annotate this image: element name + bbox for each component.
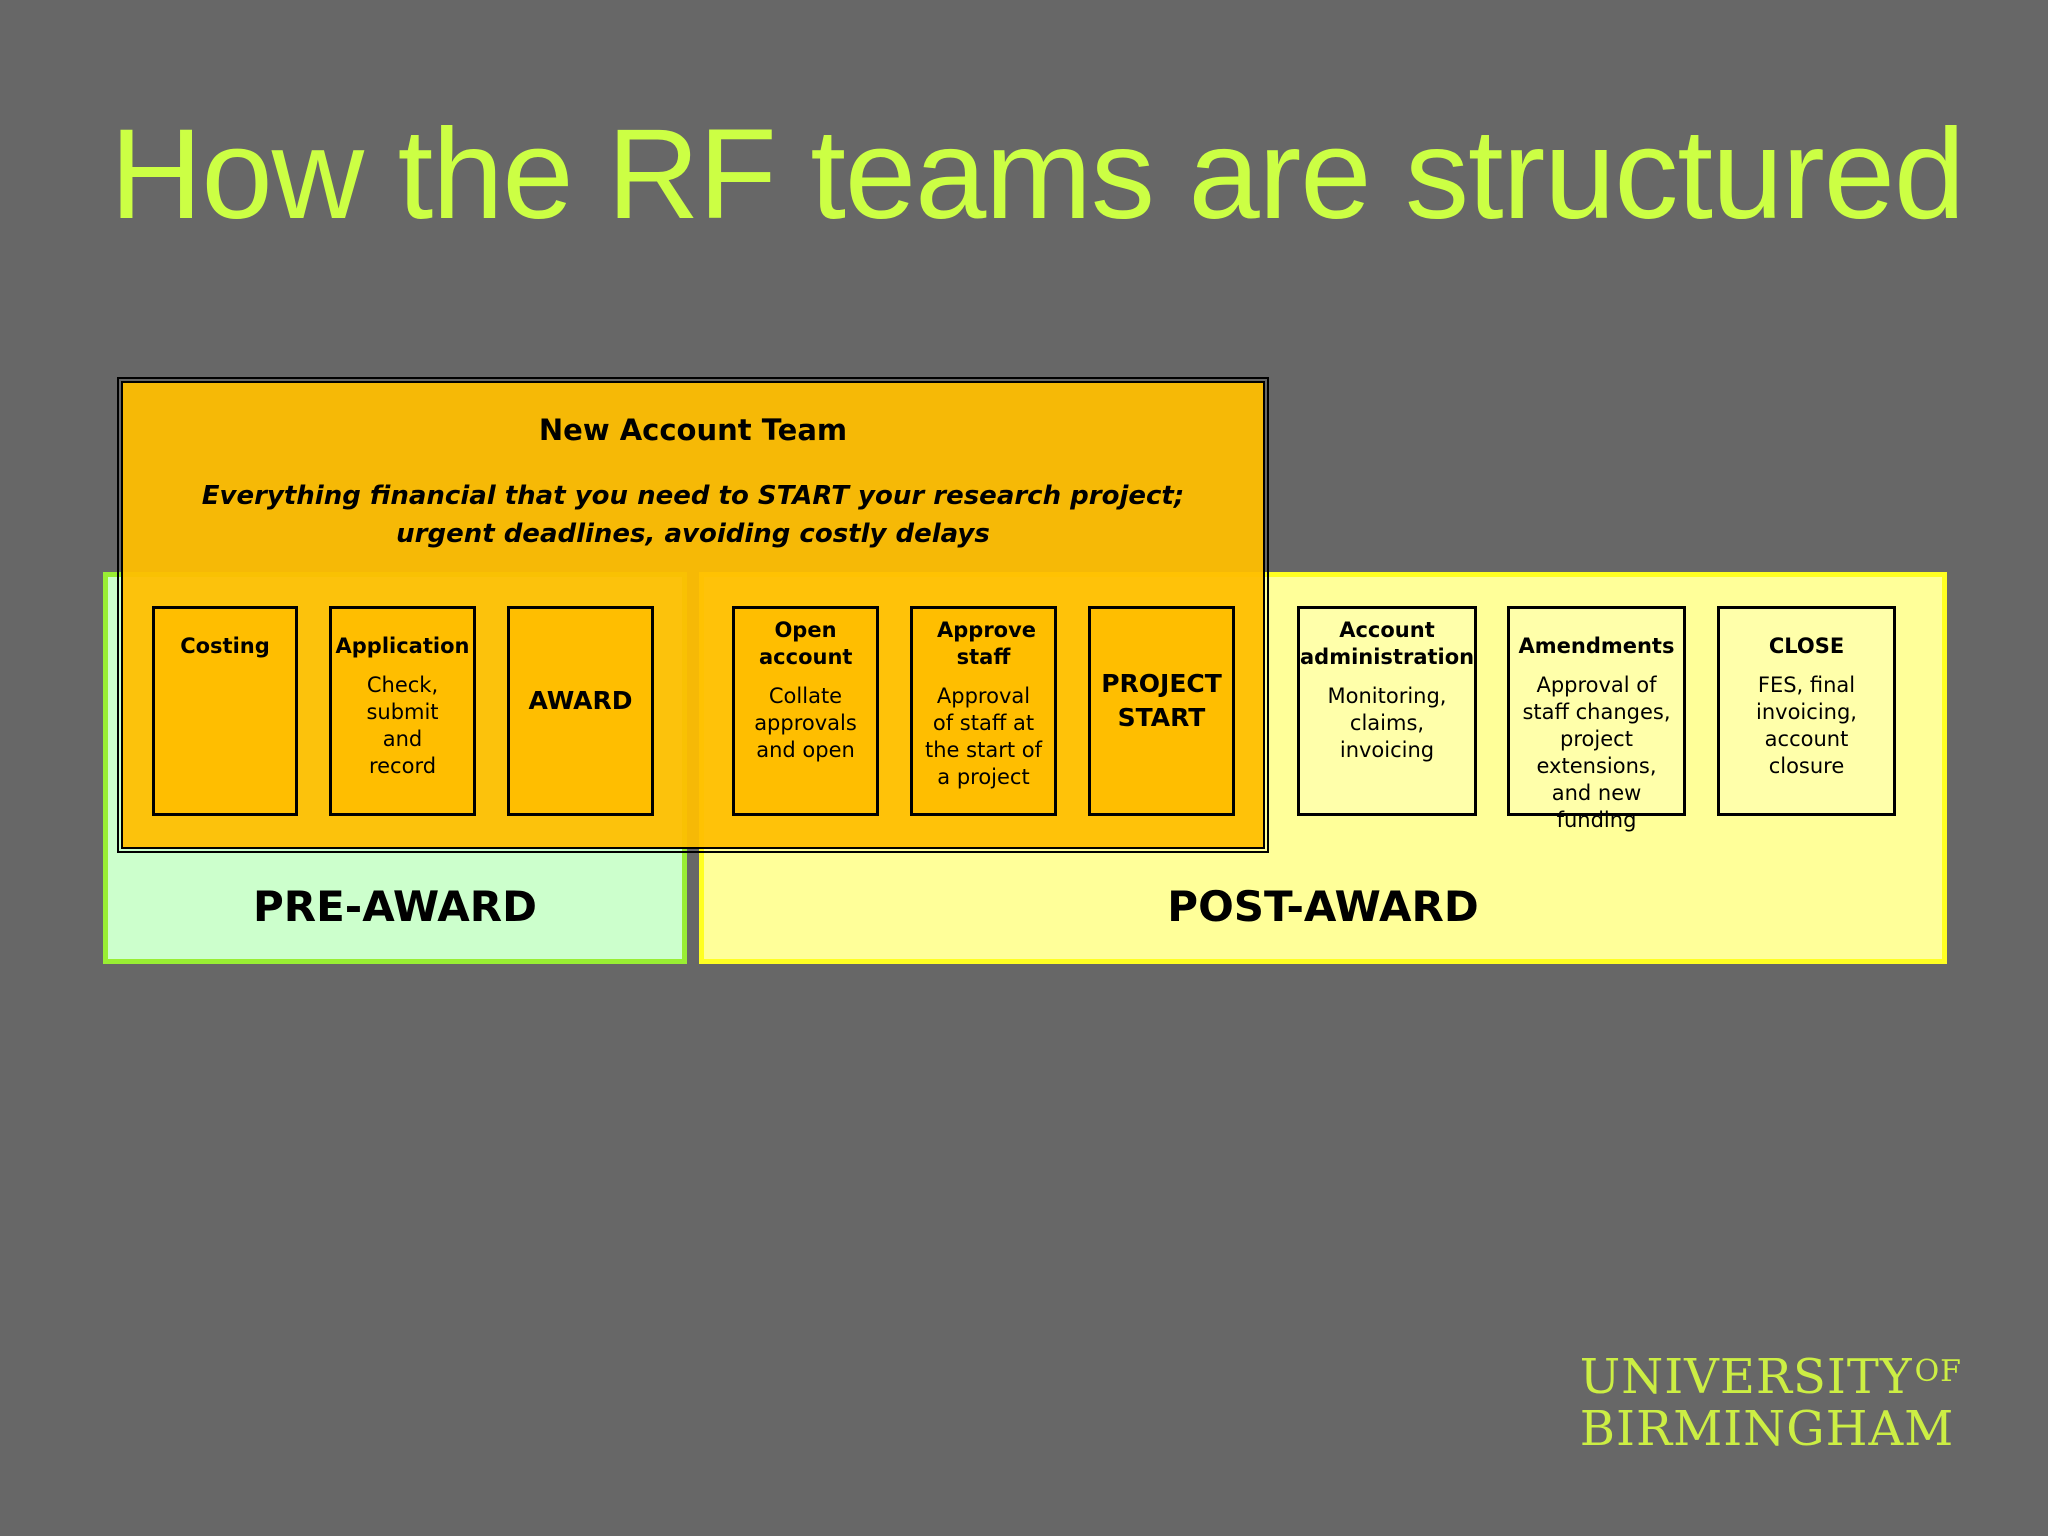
step-close: CLOSE FES, final invoicing, account clos… xyxy=(1717,606,1896,816)
step-account-administration: Account administration Monitoring, claim… xyxy=(1297,606,1477,816)
step-head: Account administration xyxy=(1300,618,1475,669)
new-account-team-subtitle: Everything financial that you need to ST… xyxy=(123,477,1263,553)
step-amendments: Amendments Approval of staff changes, pr… xyxy=(1507,606,1686,832)
slide-title: How the RF teams are structured xyxy=(110,103,1965,246)
step-open-account: Open account Collate approvals and open xyxy=(732,606,879,816)
step-head: Costing xyxy=(180,634,270,658)
step-head: Open account xyxy=(759,618,853,669)
step-project-start: PROJECT START xyxy=(1088,606,1235,816)
university-logo: UNIVERSITYOF BIRMINGHAM xyxy=(1580,1346,1962,1455)
subtitle-line-2: urgent deadlines, avoiding costly delays xyxy=(396,519,990,549)
step-head: CLOSE xyxy=(1768,634,1845,658)
new-account-team-title: New Account Team xyxy=(538,413,848,447)
post-award-label: POST-AWARD xyxy=(1167,882,1479,931)
step-application: Application Check, submit and record xyxy=(329,606,476,816)
logo-of: OF xyxy=(1914,1354,1962,1389)
step-approve-staff: Approve staff Approval of staff at the s… xyxy=(910,606,1057,816)
step-body: Approval of staff changes, project exten… xyxy=(1522,673,1671,832)
new-account-team-box: New Account Team Everything financial th… xyxy=(117,377,1269,853)
logo-line-1: UNIVERSITY xyxy=(1579,1349,1913,1405)
logo-line-2: BIRMINGHAM xyxy=(1579,1401,1955,1457)
pre-award-label: PRE-AWARD xyxy=(252,882,537,931)
step-head: PROJECT START xyxy=(1101,669,1222,732)
step-body: Check, submit and record xyxy=(366,673,439,778)
step-body: Collate approvals and open xyxy=(754,684,857,762)
step-head: Amendments xyxy=(1518,634,1675,658)
step-body: Monitoring, claims, invoicing xyxy=(1327,684,1447,762)
step-body: Approval of staff at the start of a proj… xyxy=(925,684,1042,789)
step-body: FES, final invoicing, account closure xyxy=(1756,673,1857,778)
step-award: AWARD xyxy=(507,606,654,816)
subtitle-line-1: Everything financial that you need to ST… xyxy=(201,481,1185,511)
step-head: Approve staff xyxy=(937,618,1037,669)
step-head: Application xyxy=(335,634,470,658)
step-costing: Costing xyxy=(152,606,298,816)
step-head: AWARD xyxy=(528,686,633,715)
